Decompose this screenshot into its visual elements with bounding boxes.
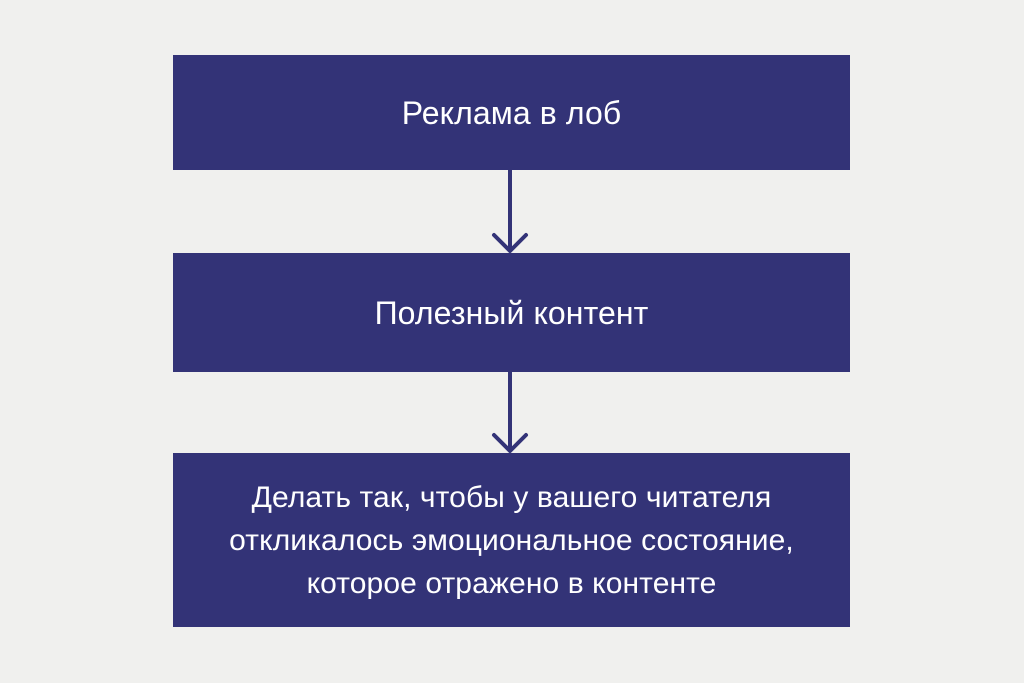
flowchart-node-3: Делать так, чтобы у вашего читателя откл… xyxy=(173,453,850,627)
flowchart-node-1-label: Реклама в лоб xyxy=(401,94,622,131)
flowchart-node-2: Полезный контент xyxy=(173,253,850,372)
flowchart-node-1: Реклама в лоб xyxy=(173,55,850,170)
flowchart-node-2-label: Полезный контент xyxy=(374,294,649,331)
flowchart-connector-1 xyxy=(470,170,550,253)
arrow-down-icon xyxy=(492,170,528,253)
arrow-down-icon xyxy=(492,372,528,453)
flowchart-connector-2 xyxy=(470,372,550,453)
flowchart-node-3-label: Делать так, чтобы у вашего читателя откл… xyxy=(229,480,794,600)
